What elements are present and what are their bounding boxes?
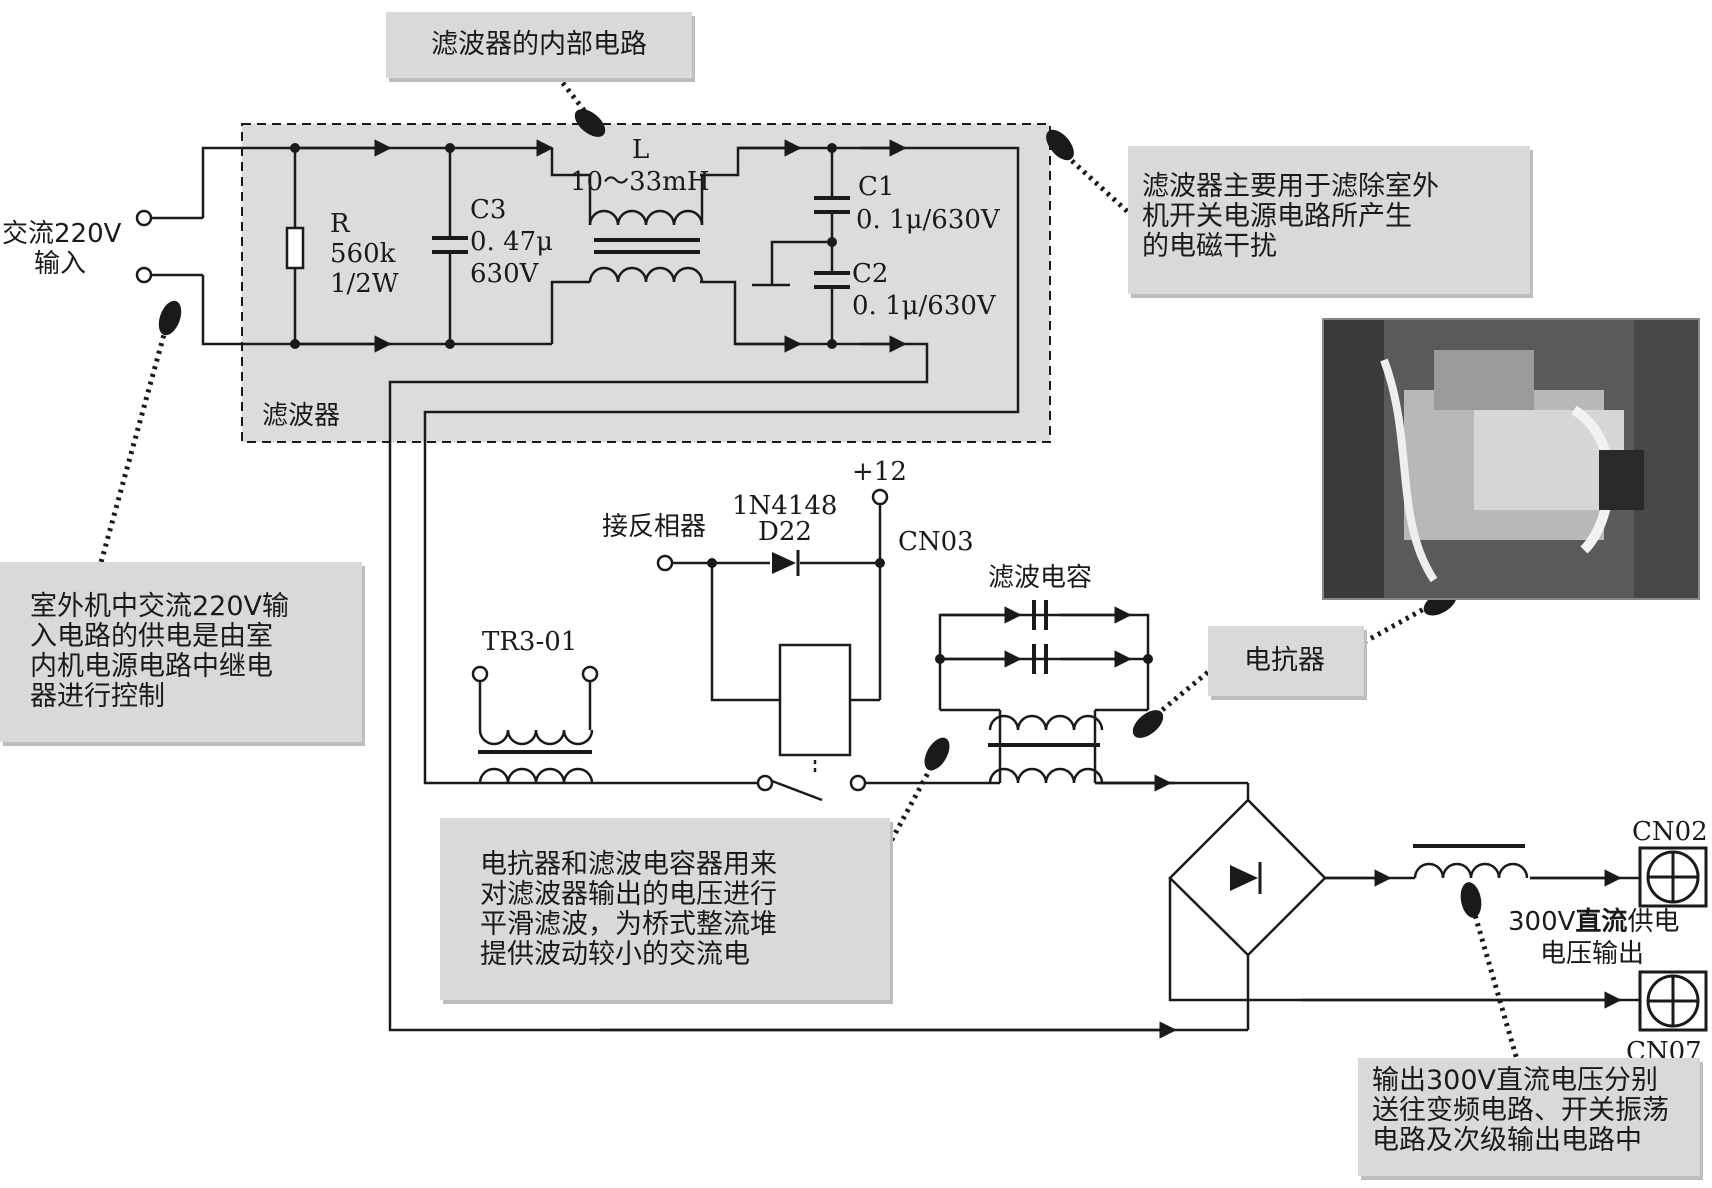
callout-filter-purpose: 滤波器主要用于滤除室外 机开关电源电路所产生 的电磁干扰 bbox=[1128, 146, 1530, 294]
capacitor-c3 bbox=[432, 236, 468, 254]
callout-reactor: 电抗器 bbox=[1208, 626, 1364, 696]
output-inductor bbox=[1413, 862, 1529, 879]
relay-coil bbox=[778, 643, 852, 757]
pointing-hand-icon bbox=[1046, 129, 1074, 161]
label-cn03: CN03 bbox=[898, 527, 974, 557]
callout-dc-output: 输出300V直流电压分别 送往变频电路、开关振荡 电路及次级输出电路中 bbox=[1358, 1058, 1700, 1176]
capacitor-c2 bbox=[814, 271, 850, 289]
pointing-hand-icon bbox=[924, 737, 950, 771]
label-dc-out: 300V直流供电 bbox=[1508, 907, 1679, 937]
label-dc-out-2: 电压输出 bbox=[1540, 939, 1644, 969]
label-c3-name: C3 bbox=[470, 195, 506, 225]
resistor-r bbox=[285, 226, 305, 270]
label-filter: 滤波器 bbox=[262, 401, 340, 431]
label-cn02: CN02 bbox=[1632, 817, 1708, 847]
label-c2-name: C2 bbox=[852, 259, 888, 289]
label-l-name: L bbox=[632, 135, 649, 165]
filter-box bbox=[241, 123, 1051, 443]
filter-capacitors bbox=[1032, 600, 1048, 674]
label-filter-caps: 滤波电容 bbox=[988, 563, 1092, 593]
label-c2-value: 0. 1μ/630V bbox=[852, 291, 997, 321]
callout-internal-circuit: 滤波器的内部电路 bbox=[386, 12, 692, 78]
ac-terminal-1 bbox=[135, 209, 153, 227]
pointing-hand-icon bbox=[158, 300, 182, 336]
plus12-terminal bbox=[871, 488, 889, 506]
pointing-hand-icon bbox=[1132, 710, 1164, 738]
reactor-inductor bbox=[988, 714, 1104, 784]
choke-inductor-l bbox=[588, 175, 704, 283]
label-diode-ref: D22 bbox=[758, 517, 812, 547]
label-c3-value: 0. 47μ bbox=[470, 227, 553, 257]
label-tr3-01: TR3-01 bbox=[482, 627, 577, 657]
callout-power-supply: 室外机中交流220V输 入电路的供电是由室 内机电源电路中继电 器进行控制 bbox=[0, 562, 362, 742]
label-diode-part: 1N4148 bbox=[732, 491, 837, 521]
label-ac-input-2: 输入 bbox=[34, 249, 86, 279]
label-ac-input: 交流220V bbox=[2, 219, 122, 249]
pointing-hand-icon bbox=[1460, 882, 1482, 918]
ac-terminal-2 bbox=[135, 266, 153, 284]
label-r-name: R bbox=[330, 209, 351, 239]
label-c1-name: C1 bbox=[858, 172, 894, 202]
pointing-hand-icon bbox=[574, 109, 606, 137]
label-c1-value: 0. 1μ/630V bbox=[856, 205, 1001, 235]
label-c3-voltage: 630V bbox=[470, 259, 540, 289]
diode-d22 bbox=[772, 550, 800, 576]
callout-smoothing: 电抗器和滤波电容器用来 对滤波器输出的电压进行 平滑滤波，为桥式整流堆 提供波动… bbox=[440, 818, 890, 1000]
label-plus12: +12 bbox=[852, 457, 907, 487]
label-r-value: 560k bbox=[330, 239, 396, 269]
transformer-tr3-01 bbox=[478, 680, 594, 784]
label-r-power: 1/2W bbox=[330, 269, 399, 299]
label-l-value: 10～33mH bbox=[570, 167, 710, 197]
label-reverse-relay: 接反相器 bbox=[602, 512, 706, 542]
reactor-photo bbox=[1322, 318, 1700, 600]
capacitor-c1 bbox=[814, 196, 850, 214]
